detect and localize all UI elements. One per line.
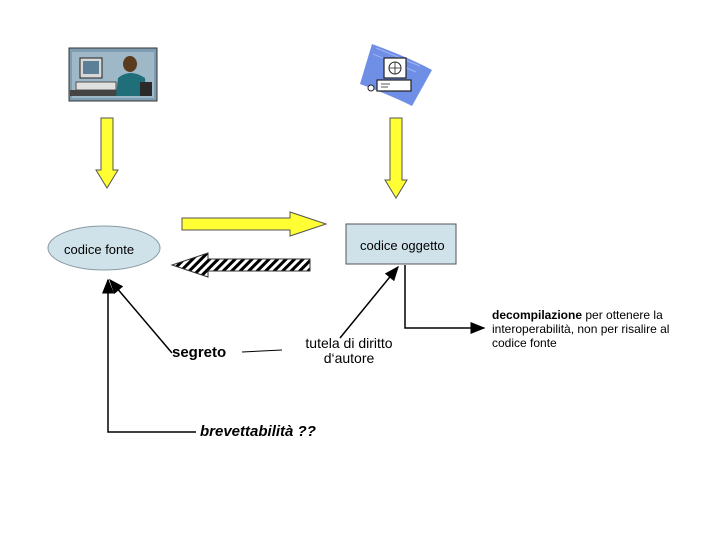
patentability-label: brevettabilità ??: [200, 423, 316, 440]
decompilation-term: decompilazione: [492, 308, 583, 322]
secret-connector: [241, 349, 283, 353]
patentability-diagonal: [109, 278, 173, 354]
down-arrow-right: [384, 117, 408, 199]
patentability-connector: [102, 278, 196, 433]
programmer-at-computer-icon: [68, 47, 158, 102]
source-code-label: codice fonte: [64, 242, 135, 257]
object-code-label: codice oggetto: [360, 238, 445, 253]
decompilation-note: decompilazione per ottenere la interoper…: [492, 308, 692, 350]
decompilation-description: per ottenere la interoperabilità, non pe…: [492, 308, 670, 350]
copyright-label: tutela di diritto d‘autore: [305, 335, 393, 366]
compile-arrow: [181, 211, 328, 237]
decompile-arrow: [170, 252, 311, 278]
copyright-connector: [339, 265, 399, 339]
secret-label: segreto: [172, 344, 227, 361]
source-code-node: [47, 225, 161, 271]
decompilation-connector: [404, 265, 486, 334]
down-arrow-left: [95, 117, 119, 189]
computer-document-icon: [360, 44, 432, 106]
object-code-node: [345, 223, 457, 265]
